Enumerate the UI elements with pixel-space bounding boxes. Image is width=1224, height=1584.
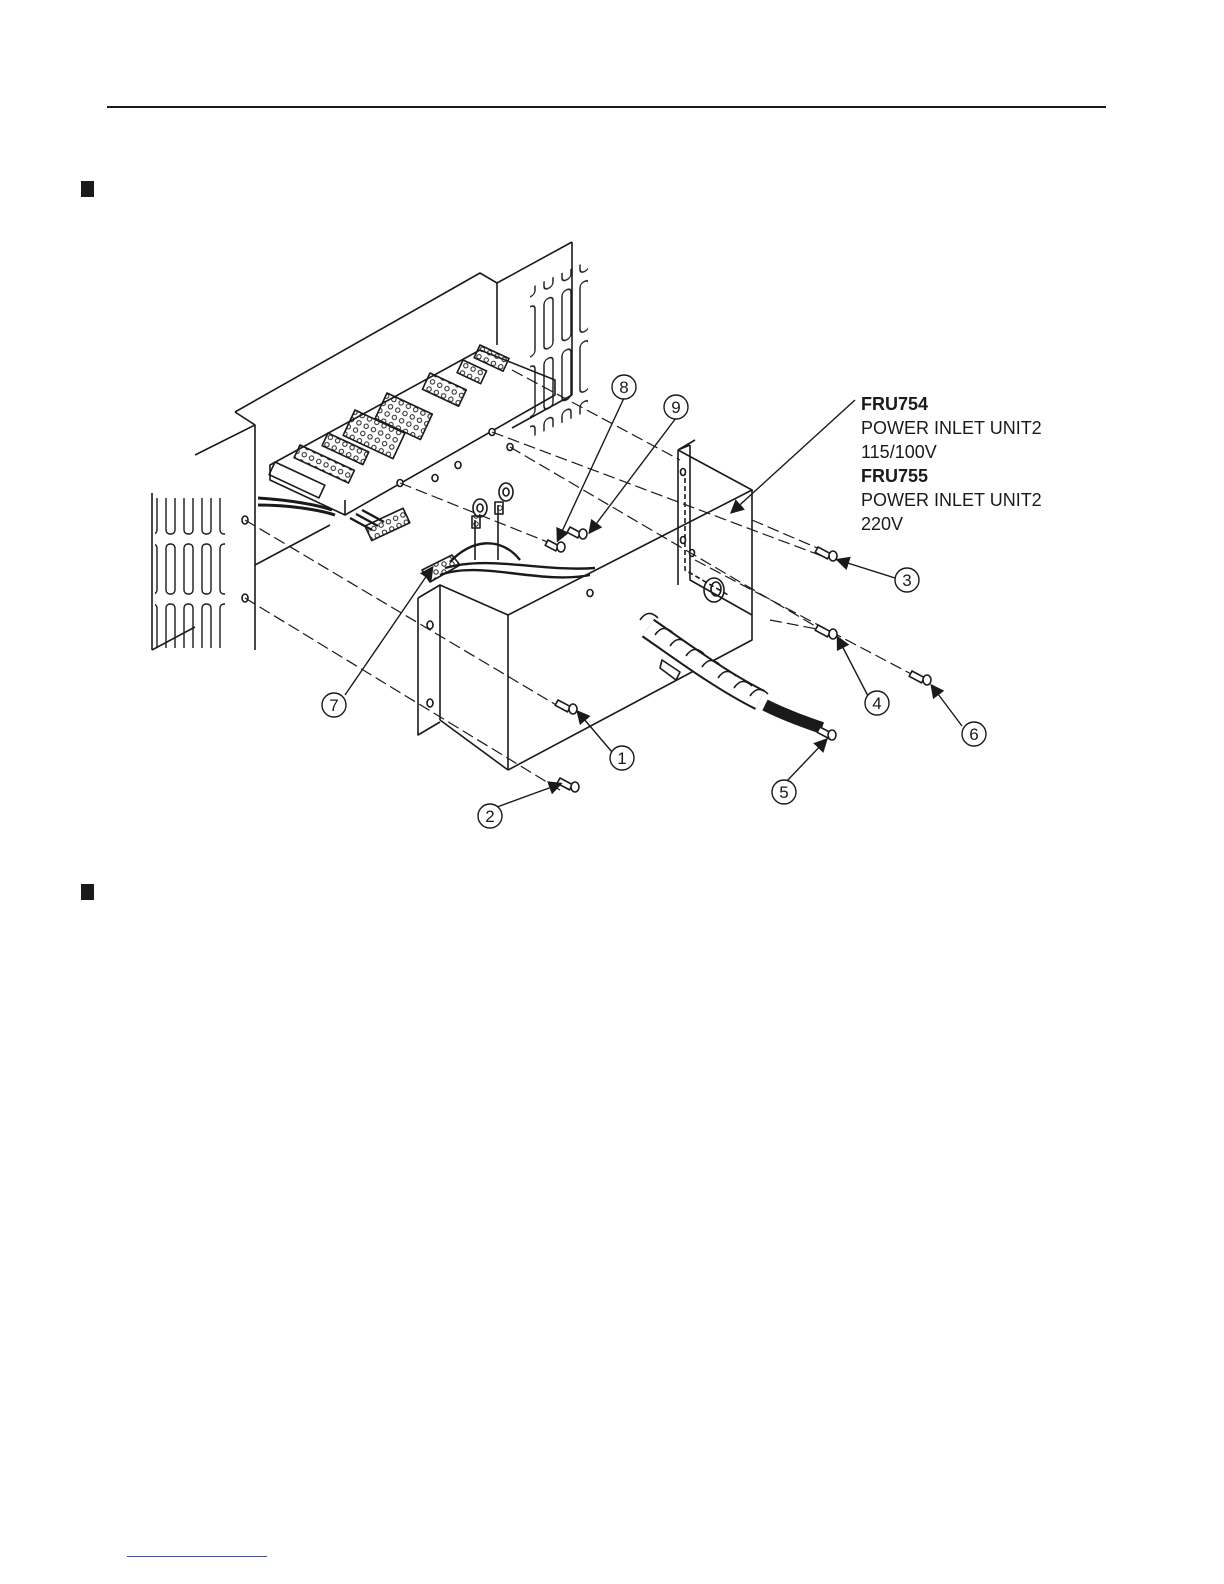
ring-terminals [472, 483, 513, 528]
vent-slots-right [530, 261, 588, 438]
screw-4 [815, 625, 837, 639]
callout-7: 7 [329, 696, 338, 715]
fru-755-voltage: 220V [861, 514, 903, 534]
power-cord [640, 613, 822, 728]
fru-755-code: FRU755 [861, 466, 928, 486]
callout-8: 8 [619, 378, 628, 397]
fru-754-name: POWER INLET UNIT2 [861, 418, 1042, 438]
screw-5 [817, 727, 836, 740]
callout-9: 9 [671, 398, 680, 417]
fru-754-code: FRU754 [861, 394, 928, 414]
chassis-cable [258, 498, 335, 515]
screw-9 [567, 527, 587, 539]
internal-wiring [440, 505, 595, 577]
screw-2 [557, 778, 579, 792]
vent-slots-left [155, 498, 225, 648]
screw-6 [909, 671, 931, 685]
screw-1 [555, 700, 577, 714]
callout-1: 1 [617, 749, 626, 768]
callout-3: 3 [902, 571, 911, 590]
fru-754-voltage: 115/100V [861, 442, 937, 462]
callout-6: 6 [969, 725, 978, 744]
callout-5: 5 [779, 783, 788, 802]
screw-3 [815, 547, 837, 561]
connector-block [350, 508, 410, 540]
screw-8 [545, 540, 565, 552]
callout-4: 4 [872, 694, 881, 713]
fru-755-name: POWER INLET UNIT2 [861, 490, 1042, 510]
footer-link-underline[interactable] [127, 1556, 267, 1557]
plug-connector [422, 555, 460, 582]
callout-2: 2 [485, 807, 494, 826]
fru-label-block: FRU754 POWER INLET UNIT2 115/100V FRU755… [861, 394, 1042, 534]
power-inlet-exploded-diagram: 1 2 3 4 5 6 7 8 9 FRU754 POWER INLET UNI… [0, 0, 1224, 900]
